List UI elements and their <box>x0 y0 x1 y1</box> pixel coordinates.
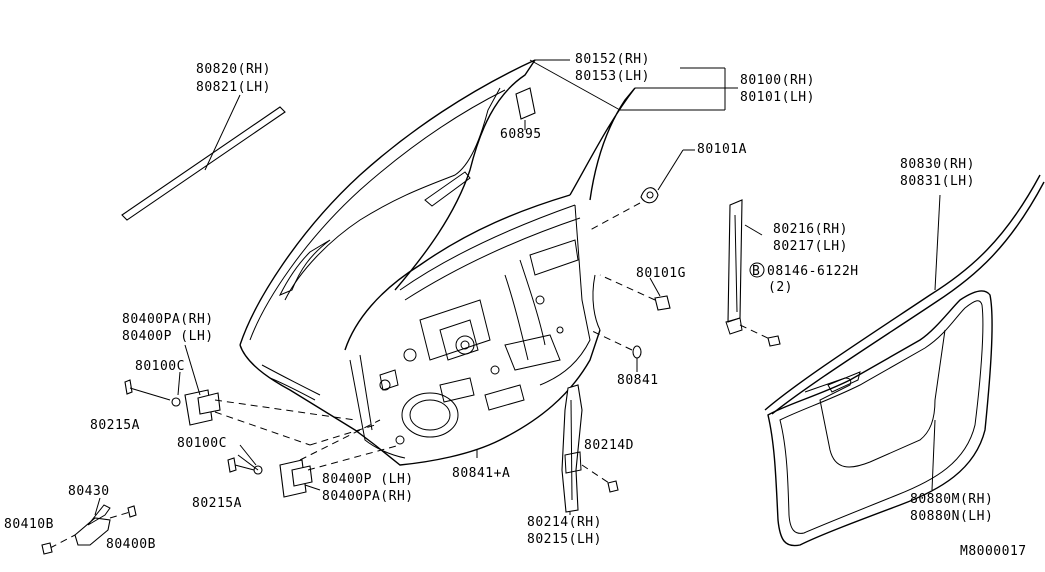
label-80880M: 80880M(RH) <box>910 492 993 507</box>
bolt-marker: B <box>749 262 765 279</box>
label-80215: 80215(LH) <box>527 532 602 547</box>
label-80820: 80820(RH) <box>196 62 271 77</box>
label-80101: 80101(LH) <box>740 90 815 105</box>
label-80880N: 80880N(LH) <box>910 509 993 524</box>
pad-60895 <box>515 87 536 130</box>
label-80153: 80153(LH) <box>575 69 650 84</box>
door-check-80430 <box>41 497 137 555</box>
label-80841: 80841 <box>617 373 659 388</box>
label-80400B: 80400B <box>106 537 156 552</box>
label-80215A-lower: 80215A <box>192 496 242 511</box>
label-80214: 80214(RH) <box>527 515 602 530</box>
label-80400PA-rh-lower: 80400PA(RH) <box>322 489 414 504</box>
label-08146-qty: (2) <box>768 280 793 295</box>
label-80841A: 80841+A <box>452 466 510 481</box>
label-80400PA-rh: 80400PA(RH) <box>122 312 214 327</box>
label-80100: 80100(RH) <box>740 73 815 88</box>
label-80101G: 80101G <box>636 266 686 281</box>
label-80101A: 80101A <box>697 142 747 157</box>
weatherstrip-80880M <box>767 290 993 547</box>
label-08146: 08146-6122H <box>767 264 859 279</box>
grommet-80101A <box>589 149 695 231</box>
label-80217: 80217(LH) <box>773 239 848 254</box>
weatherstrip-80830 <box>764 174 1045 415</box>
label-80821: 80821(LH) <box>196 80 271 95</box>
leader-lines <box>237 59 738 515</box>
label-80400P-lh: 80400P (LH) <box>122 329 214 344</box>
label-80831: 80831(LH) <box>900 174 975 189</box>
label-80214D: 80214D <box>584 438 634 453</box>
label-80100C-lower: 80100C <box>177 436 227 451</box>
lower-hinge <box>227 419 401 498</box>
label-80152: 80152(RH) <box>575 52 650 67</box>
part-labels: 80820(RH) 80821(LH) 80152(RH) 80153(LH) … <box>4 52 1027 559</box>
label-80410B: 80410B <box>4 517 54 532</box>
label-80216: 80216(RH) <box>773 222 848 237</box>
plug-80841 <box>589 329 642 359</box>
sash-channel-80216 <box>725 199 781 347</box>
upper-hinge <box>124 344 376 446</box>
front-door-shell <box>239 59 601 466</box>
label-80430: 80430 <box>68 484 110 499</box>
label-80100C-upper: 80100C <box>135 359 185 374</box>
door-inner-panel <box>344 87 636 459</box>
label-80215A-upper: 80215A <box>90 418 140 433</box>
label-60895: 60895 <box>500 127 542 142</box>
hinge-plate-80214 <box>561 384 619 513</box>
diagram-id: M8000017 <box>960 544 1027 559</box>
clip-80101G <box>599 274 671 311</box>
label-80400P-lh-lower: 80400P (LH) <box>322 472 414 487</box>
label-80830: 80830(RH) <box>900 157 975 172</box>
outer-moulding-strip <box>121 94 286 221</box>
svg-text:B: B <box>752 264 760 279</box>
